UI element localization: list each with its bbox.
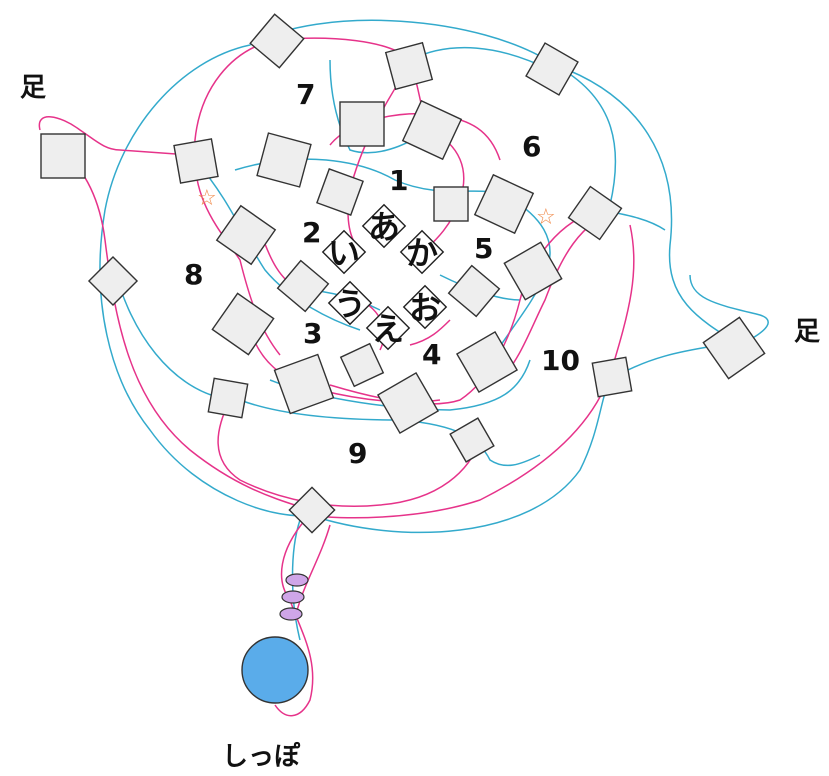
square: [249, 13, 305, 69]
kana-e: え: [372, 310, 404, 348]
square: [276, 259, 330, 313]
cyan-path: [239, 399, 541, 467]
square: [401, 99, 463, 161]
cyan-path: [99, 44, 311, 517]
square: [525, 42, 579, 96]
region-9: 9: [348, 437, 367, 470]
pink-path: [61, 149, 311, 511]
star-left: ☆: [197, 186, 217, 211]
square: [449, 417, 495, 463]
leg-right-label: 足: [794, 317, 820, 347]
tail-label: しっぽ: [222, 741, 301, 772]
diamond: [399, 229, 445, 275]
square: [473, 173, 535, 235]
kana-ka: か: [406, 234, 438, 272]
leg-left-label: 足: [20, 73, 46, 103]
square: [256, 132, 312, 188]
diamond: [365, 305, 411, 351]
square: [455, 330, 519, 394]
region-2: 2: [302, 216, 321, 249]
folded-squares: [40, 13, 766, 534]
square: [503, 241, 563, 301]
square: [339, 101, 385, 147]
kana-a: あ: [368, 208, 400, 246]
square: [173, 138, 219, 184]
diamond: [402, 284, 448, 330]
square: [316, 168, 364, 216]
diamond: [327, 280, 373, 326]
square: [273, 353, 335, 415]
region-7: 7: [296, 78, 315, 111]
square: [211, 292, 275, 356]
pink-path: [294, 524, 331, 621]
region-5: 5: [474, 232, 493, 265]
square: [447, 264, 501, 318]
pink-path: [274, 519, 314, 717]
pink-path: [309, 224, 635, 519]
square: [288, 486, 336, 534]
square: [207, 377, 249, 419]
bead: [279, 607, 303, 621]
cyan-path: [114, 269, 231, 401]
diamond: [361, 203, 407, 249]
square: [87, 255, 139, 307]
pink-path: [409, 319, 451, 346]
cyan-path: [249, 19, 617, 206]
region-10: 10: [541, 344, 580, 377]
cyan-path: [309, 344, 721, 534]
square: [384, 41, 434, 91]
kana-u: う: [334, 285, 366, 323]
region-4: 4: [422, 338, 441, 371]
star-right: ☆: [536, 205, 556, 230]
square: [702, 316, 766, 380]
region-1: 1: [389, 164, 408, 197]
tail-ball: [241, 636, 309, 704]
cyan-path: [554, 64, 741, 346]
square: [215, 204, 277, 266]
cyan-path: [689, 274, 769, 346]
square: [591, 356, 633, 398]
region-6: 6: [522, 130, 541, 163]
square: [567, 185, 623, 241]
tail-group: [241, 573, 309, 704]
square: [40, 133, 86, 179]
region-8: 8: [184, 258, 203, 291]
region-3: 3: [303, 317, 322, 350]
square: [433, 186, 469, 222]
diamond: [321, 229, 367, 275]
pink-path: [38, 116, 191, 156]
bead: [285, 573, 309, 587]
bead: [281, 590, 305, 604]
kana-diamonds: [321, 203, 448, 351]
cyan-path: [194, 159, 361, 331]
kana-i: い: [328, 234, 360, 272]
kana-o: お: [409, 289, 441, 327]
square: [376, 371, 440, 435]
square: [339, 342, 385, 388]
